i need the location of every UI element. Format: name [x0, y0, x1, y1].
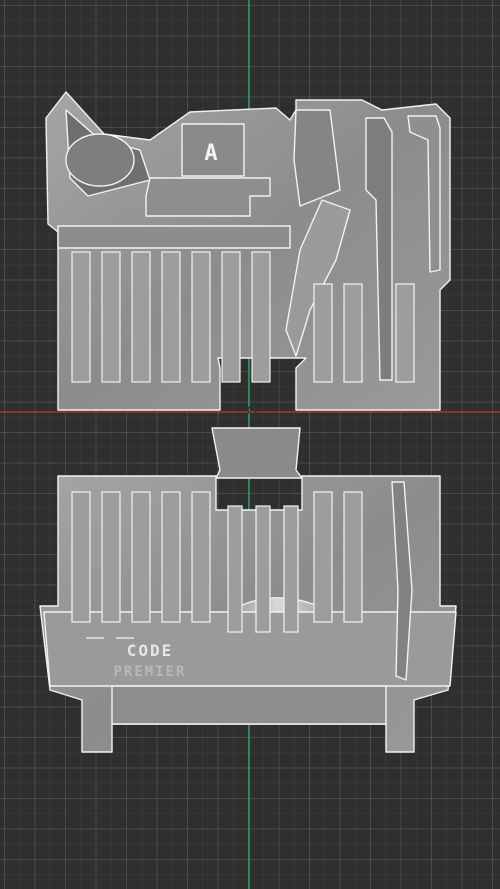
bottom-part-emboss-text: CODE	[127, 641, 174, 660]
top-part-inner-ledge	[145, 177, 271, 217]
bottom-fin	[101, 491, 121, 623]
bottom-fin	[313, 491, 333, 623]
top-fin	[343, 283, 363, 383]
top-part-right-channel	[365, 117, 393, 381]
bottom-part-front-lip	[43, 611, 457, 687]
top-fin	[251, 251, 271, 383]
top-fin	[131, 251, 151, 383]
bottom-fin	[191, 491, 211, 623]
top-fin	[71, 251, 91, 383]
bottom-fin	[71, 491, 91, 623]
top-part-diagonal-strut	[285, 199, 351, 357]
top-fin	[161, 251, 181, 383]
bottom-part-rail	[111, 685, 387, 725]
bottom-fin	[131, 491, 151, 623]
top-fin	[313, 283, 333, 383]
bottom-fin	[255, 505, 271, 633]
bottom-part-fins	[71, 491, 363, 633]
top-part-base-frame	[57, 225, 291, 249]
bottom-fin	[227, 505, 243, 633]
top-fin	[395, 283, 415, 383]
top-fin	[101, 251, 121, 383]
top-part-emblem-block	[181, 123, 245, 177]
top-fin	[221, 251, 241, 383]
bottom-part-right-slot	[391, 481, 413, 681]
bottom-part-emboss-text-partial: PREMIER	[113, 664, 186, 680]
top-part-emblem-text: A	[204, 141, 219, 166]
bottom-part-tab	[211, 427, 303, 479]
bottom-fin	[343, 491, 363, 623]
bottom-fin	[161, 491, 181, 623]
origin-marker	[247, 405, 257, 415]
top-part-fins	[71, 251, 415, 383]
bottom-fin	[283, 505, 299, 633]
top-part-right-wall	[407, 115, 441, 273]
top-fin	[191, 251, 211, 383]
top-part-right-housing	[293, 109, 341, 207]
top-part-bowl-rim	[65, 133, 135, 187]
